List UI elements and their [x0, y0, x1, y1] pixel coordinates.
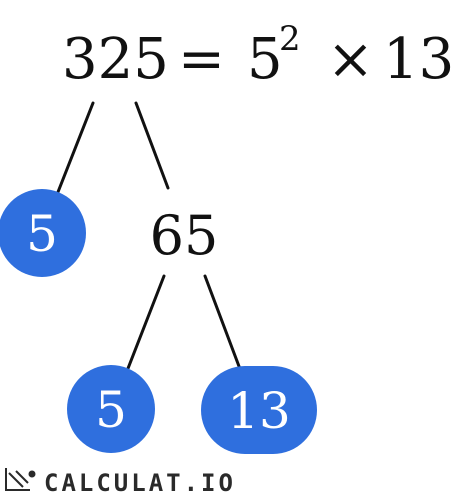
- brand-watermark: CALCULAT.IO: [5, 468, 236, 497]
- leaf-value: 5: [26, 205, 58, 263]
- leaf-circle: [67, 365, 155, 453]
- leaf-node-bottom-right: 13: [201, 366, 317, 454]
- leaf-node-left: 5: [0, 189, 86, 277]
- leaf-node-bottom-left: 5: [67, 365, 155, 453]
- equation-number: 325: [62, 27, 169, 92]
- equation-base: 5: [247, 27, 283, 92]
- factorization-equation: 325 = 5 2 × 13: [62, 19, 454, 92]
- branch-root-to-65: [134, 101, 170, 190]
- leaf-circle: [0, 189, 86, 277]
- calculator-logo-icon: [5, 468, 36, 491]
- brand-name: CALCULAT.IO: [44, 469, 236, 497]
- leaf-value: 5: [95, 381, 127, 439]
- branch-65-to-bottom-left-leaf: [125, 274, 166, 373]
- equation-equals-sign: =: [178, 27, 225, 92]
- composite-node-65: 65: [150, 204, 219, 267]
- branch-65-to-bottom-right-leaf: [203, 274, 242, 371]
- equation-factor: 13: [383, 27, 454, 92]
- leaf-value: 13: [227, 382, 291, 440]
- leaf-pill: [201, 366, 317, 454]
- equation-exponent: 2: [279, 19, 301, 59]
- branch-root-to-left-leaf: [56, 101, 95, 194]
- tree-branches: [56, 101, 242, 373]
- equation-times-sign: ×: [327, 27, 374, 92]
